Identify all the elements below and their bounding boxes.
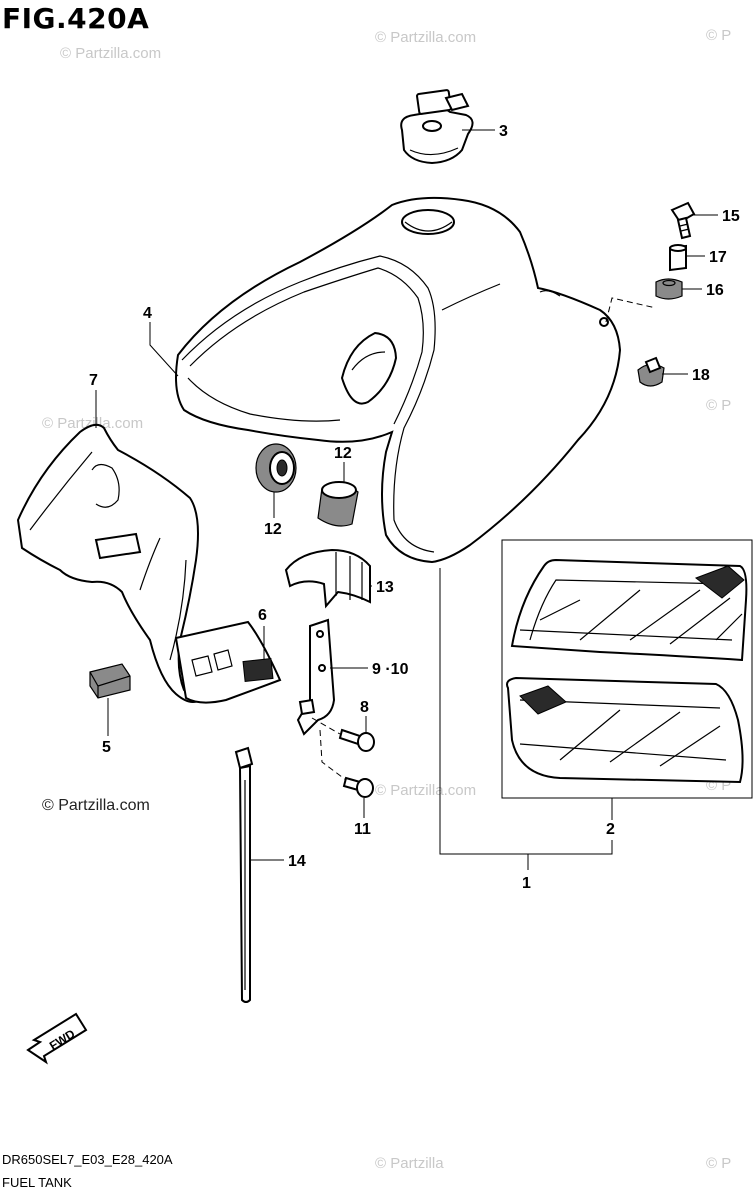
emblem-set-part-2[interactable] [506, 558, 748, 784]
callout-13: 13 [376, 579, 394, 596]
cushion-part-16[interactable] [655, 278, 683, 300]
bolt-part-11[interactable] [342, 776, 374, 798]
callout-15: 15 [722, 208, 740, 225]
callout-18: 18 [692, 367, 710, 384]
bracket-part-9-10[interactable] [296, 618, 336, 736]
callout-16: 16 [706, 282, 724, 299]
plate-part-6[interactable] [174, 620, 282, 704]
forward-direction-arrow: FWD [26, 1012, 88, 1065]
diagram-code: DR650SEL7_E03_E28_420A [2, 1152, 173, 1167]
callout-1: 1 [522, 875, 531, 892]
figure-title: FIG.420A [2, 2, 150, 35]
dashed-mount-line [605, 297, 657, 323]
watermark-bottom-right: © P [706, 1155, 731, 1172]
callout-14: 14 [288, 853, 306, 870]
watermark-top-center: © Partzilla.com [375, 29, 476, 46]
watermark-bottom-center: © Partzilla [375, 1155, 444, 1172]
dashed-bolt-11-line [319, 729, 347, 781]
fuel-tank-part-1[interactable] [175, 196, 622, 564]
callout-11: 11 [354, 821, 371, 838]
callout-17: 17 [709, 249, 727, 266]
callout-4: 4 [143, 305, 152, 322]
bolt-part-8[interactable] [338, 728, 375, 752]
cable-tie-part-14[interactable] [234, 746, 254, 1003]
watermark-mid-left: © Partzilla.com [42, 415, 143, 432]
bolt-part-15[interactable] [670, 201, 696, 240]
callout-7: 7 [89, 372, 98, 389]
diagram-name: FUEL TANK [2, 1175, 72, 1190]
callout-9-10: 9 ·10 [372, 661, 409, 678]
emblem-box [501, 539, 753, 799]
watermark-mid-right: © P [706, 397, 731, 414]
cushion-part-13[interactable] [284, 548, 371, 609]
side-cover-part-7[interactable] [16, 423, 202, 703]
watermark-strong-left: © Partzilla.com [42, 797, 150, 814]
collar-part-17[interactable] [669, 244, 687, 272]
fuel-cap-part-3[interactable] [400, 89, 474, 165]
pad-part-5[interactable] [89, 663, 131, 699]
dashed-bolt-8-line [311, 717, 341, 735]
callout-6: 6 [258, 607, 267, 624]
cushion-part-18[interactable] [637, 356, 665, 387]
callout-12-right: 12 [334, 445, 352, 462]
leader-1-bracket [439, 568, 613, 870]
cushion-part-12-left[interactable] [255, 443, 297, 493]
callout-2: 2 [606, 821, 615, 838]
callout-5: 5 [102, 739, 111, 756]
callout-3: 3 [499, 123, 508, 140]
cushion-part-12-right[interactable] [317, 481, 359, 527]
callout-12-left: 12 [264, 521, 282, 538]
watermark-top-left: © Partzilla.com [60, 45, 161, 62]
watermark-low-center: © Partzilla.com [375, 782, 476, 799]
callout-8: 8 [360, 699, 369, 716]
leader-4 [149, 322, 179, 377]
watermark-top-right: © P [706, 27, 731, 44]
